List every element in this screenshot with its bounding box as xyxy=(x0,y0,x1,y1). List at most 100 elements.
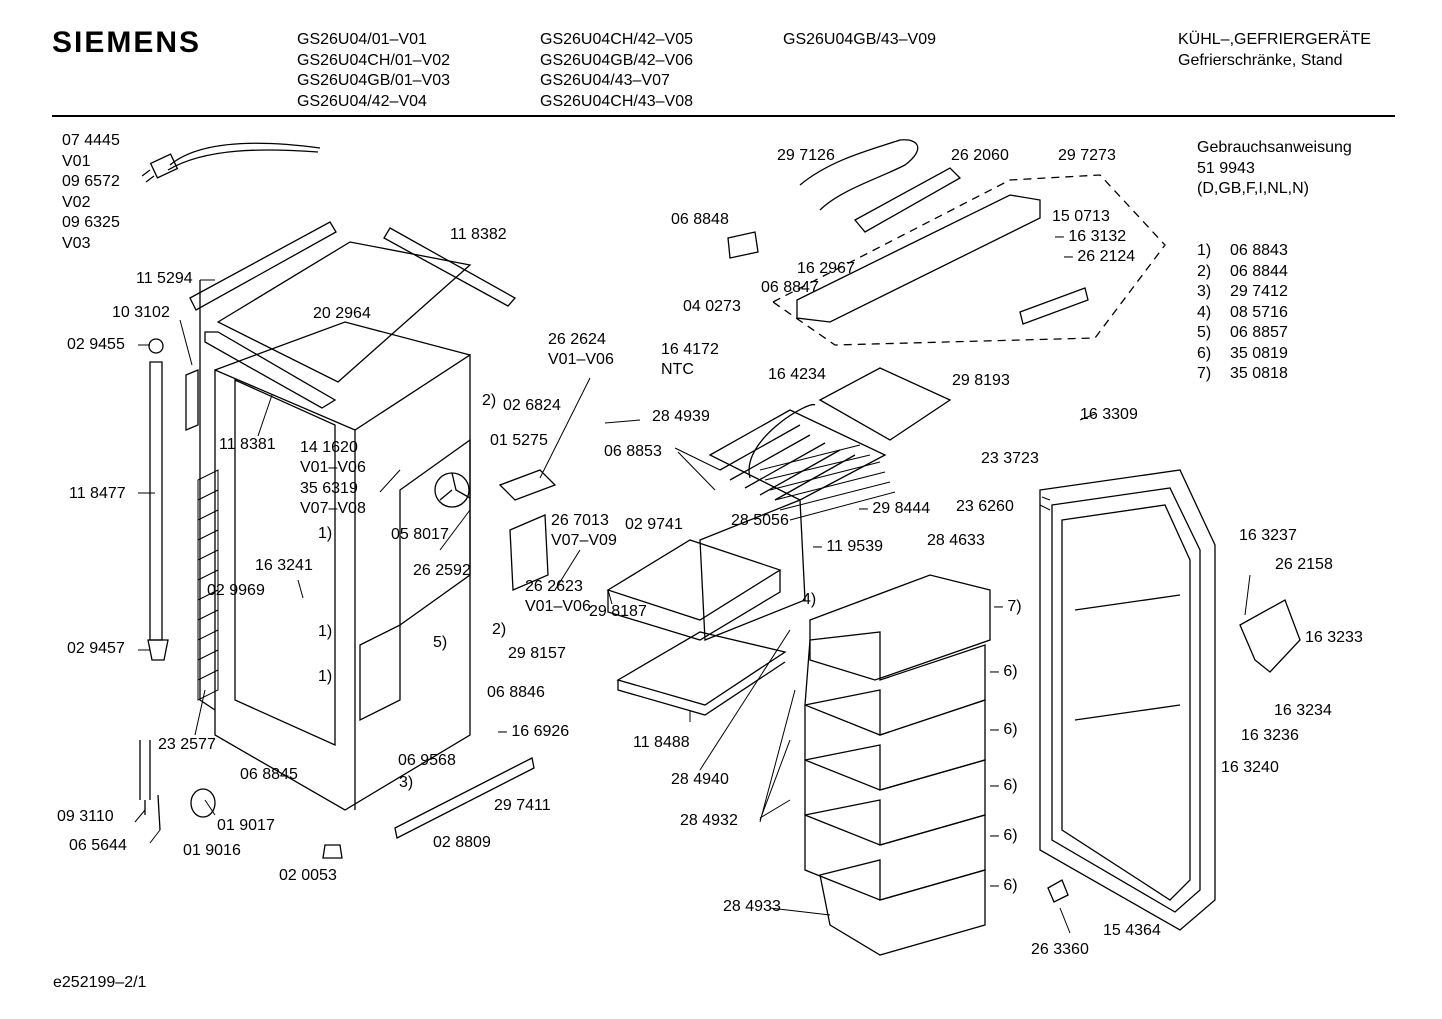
part-label: 1) xyxy=(318,668,333,685)
part-label: 02 0053 xyxy=(279,867,337,884)
category-subtitle: Gefrierschränke, Stand xyxy=(1178,51,1343,69)
part-label: 29 8187 xyxy=(589,603,647,620)
model-entry: GS26U04GB/01–V03 xyxy=(297,72,450,89)
footnote-part: 29 7412 xyxy=(1230,283,1288,300)
part-label: 02 8809 xyxy=(433,834,491,851)
part-label: 16 3309 xyxy=(1080,406,1138,423)
part-label: V01–V06 xyxy=(525,598,591,615)
manual-title: Gebrauchsanweisung xyxy=(1197,139,1352,156)
part-label: 23 3723 xyxy=(981,450,1039,467)
model-entry: GS26U04/42–V04 xyxy=(297,92,427,110)
manual-info: Gebrauchsanweisung 51 9943 (D,GB,F,I,NL,… xyxy=(1197,138,1352,200)
part-label: 26 2592 xyxy=(413,562,471,579)
part-label: 2) xyxy=(492,621,507,638)
footnote-part: 06 8857 xyxy=(1230,324,1288,341)
hinge-cap xyxy=(1047,879,1069,903)
part-label: 23 2577 xyxy=(158,736,216,753)
part-label: V07–V08 xyxy=(300,500,366,517)
drawing-code: e252199–2/1 xyxy=(53,974,147,991)
drain-hose xyxy=(185,369,199,431)
footnote-row: 2)06 8844 xyxy=(1197,262,1288,283)
part-label: 28 4932 xyxy=(680,812,738,829)
drain-tray xyxy=(616,631,787,716)
part-label: 06 8846 xyxy=(487,684,545,701)
part-label: 02 9457 xyxy=(67,640,125,657)
part-label: 09 3110 xyxy=(57,808,114,825)
footnote-key: 4) xyxy=(1197,303,1212,321)
footnote-key: 6) xyxy=(1197,344,1212,362)
part-label: 06 8853 xyxy=(604,443,662,460)
footnote-part: 35 0818 xyxy=(1230,365,1288,382)
thermo-sensor xyxy=(139,740,151,815)
part-label: 02 9741 xyxy=(625,516,683,533)
part-label: 16 3241 xyxy=(255,557,313,574)
control-panel-housing xyxy=(796,194,1041,323)
part-label: 16 3236 xyxy=(1241,727,1299,744)
part-label: – 16 3132 xyxy=(1055,228,1127,245)
footnote-part: 06 8843 xyxy=(1230,242,1288,259)
cable-entry: V01 xyxy=(62,152,91,170)
part-label: – 29 8444 xyxy=(859,500,931,517)
part-label: 2) xyxy=(482,392,497,409)
part-label: 16 4234 xyxy=(768,366,826,383)
part-label: 06 8848 xyxy=(671,211,729,228)
insulation-sheet xyxy=(818,367,952,441)
footnote-part: 35 0819 xyxy=(1230,344,1288,362)
part-label: V01–V06 xyxy=(300,459,366,476)
model-entry: GS26U04CH/43–V08 xyxy=(540,92,693,110)
condenser-grid xyxy=(197,469,219,701)
part-label: V07–V09 xyxy=(551,532,617,549)
footnote-key: 2) xyxy=(1197,262,1212,280)
part-label: – 6) xyxy=(990,721,1018,738)
part-label: 06 5644 xyxy=(69,837,127,854)
freezer-door xyxy=(1039,469,1216,931)
part-label: 10 3102 xyxy=(112,304,170,321)
part-label: 29 7126 xyxy=(777,147,835,164)
part-label: 35 6319 xyxy=(300,480,358,497)
part-label: 26 7013 xyxy=(551,512,609,529)
model-entry: GS26U04GB/42–V06 xyxy=(540,51,693,69)
drain-tube xyxy=(149,361,163,641)
model-list-col3: GS26U04GB/43–V09 xyxy=(783,30,936,51)
part-label: 16 3237 xyxy=(1239,527,1297,544)
footnote-key: 3) xyxy=(1197,283,1212,300)
model-entry: GS26U04CH/42–V05 xyxy=(540,31,693,48)
part-label: 28 4633 xyxy=(927,532,985,549)
drain-outlet xyxy=(147,639,169,661)
part-label: – 7) xyxy=(994,598,1022,615)
part-label: 11 8381 xyxy=(219,436,276,453)
leveling-foot xyxy=(322,844,343,859)
category-title: KÜHL–,GEFRIERGERÄTE xyxy=(1178,31,1371,48)
part-label: 02 6824 xyxy=(503,397,561,414)
cable-entry: 09 6325 xyxy=(62,214,120,231)
brand-logo: SIEMENS xyxy=(52,26,202,59)
part-label: – 6) xyxy=(990,827,1018,844)
footnote-row: 1)06 8843 xyxy=(1197,241,1288,262)
kickplate xyxy=(394,757,535,839)
part-label: 23 6260 xyxy=(956,498,1014,515)
manual-number: 51 9943 xyxy=(1197,159,1255,177)
heater-coil xyxy=(759,444,896,521)
part-label: 28 4939 xyxy=(652,408,710,425)
manual-languages: (D,GB,F,I,NL,N) xyxy=(1197,180,1310,197)
model-entry: GS26U04GB/43–V09 xyxy=(783,31,936,48)
part-label: – 6) xyxy=(990,777,1018,794)
part-label: 1) xyxy=(318,623,333,640)
header-divider xyxy=(52,115,1395,117)
category-heading: KÜHL–,GEFRIERGERÄTE Gefrierschränke, Sta… xyxy=(1178,30,1371,71)
cable-entry: 07 4445 xyxy=(62,132,120,149)
door-hinge xyxy=(1239,599,1301,673)
part-label: 06 8847 xyxy=(761,279,819,296)
footnote-row: 4)08 5716 xyxy=(1197,303,1288,324)
model-entry: GS26U04/43–V07 xyxy=(540,72,670,89)
part-label: 11 8477 xyxy=(69,485,126,502)
part-label: 29 7411 xyxy=(494,797,551,814)
part-label: 28 4933 xyxy=(723,898,781,915)
top-cover-plate xyxy=(216,241,472,383)
part-label: 06 9568 xyxy=(398,752,456,769)
part-label: 5) xyxy=(433,634,448,651)
part-label: 01 9017 xyxy=(217,817,275,834)
part-label: 26 3360 xyxy=(1031,941,1089,958)
footnote-row: 5)06 8857 xyxy=(1197,323,1288,344)
